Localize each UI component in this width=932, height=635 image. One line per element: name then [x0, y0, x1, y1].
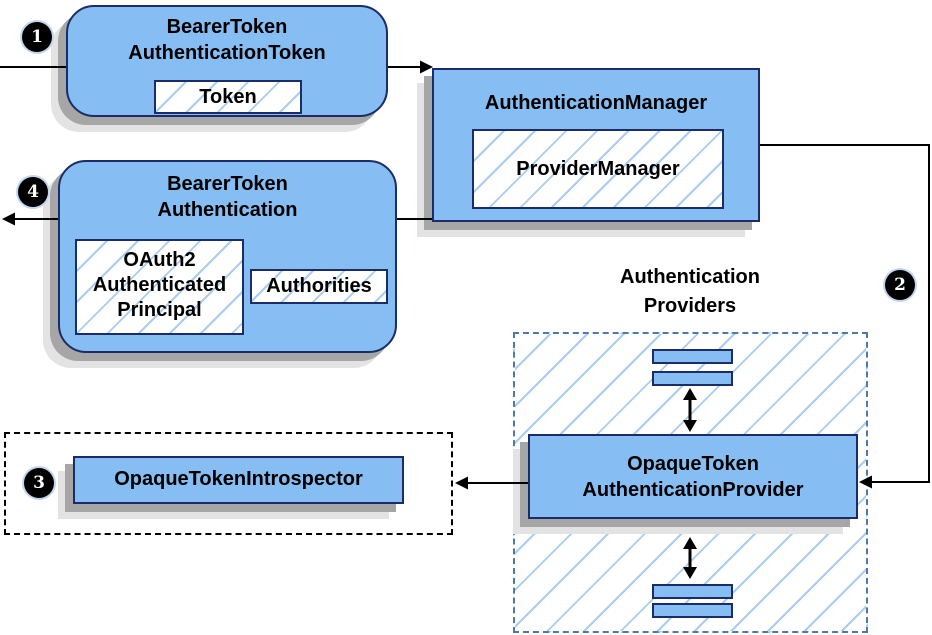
inner-label-line: Authenticated: [92, 274, 227, 296]
provider-stub-bar: [652, 371, 733, 386]
inner-authorities: Authorities: [250, 269, 388, 304]
section-title-line: Authentication: [620, 266, 760, 288]
node-authentication-manager: AuthenticationManager ProviderManager: [432, 68, 760, 222]
inner-token: Token: [154, 80, 302, 114]
node-opaque-token-introspector: OpaqueTokenIntrospector: [73, 456, 404, 504]
node-bearer-token-authentication: BearerToken Authentication OAuth2 Authen…: [58, 160, 397, 353]
inner-label-line: OAuth2: [123, 249, 196, 271]
node-title: AuthenticationProvider: [582, 479, 804, 501]
inner-provider-manager: ProviderManager: [472, 129, 724, 209]
provider-stub-bar: [652, 584, 733, 599]
node-title: Authentication: [157, 199, 298, 221]
step-3-badge: 3: [24, 468, 54, 498]
arrowhead-icon: [455, 476, 468, 490]
step-1-badge: 1: [22, 22, 52, 52]
inner-label-line: Principal: [117, 299, 202, 321]
arrowhead-icon: [2, 212, 15, 226]
authentication-providers-title: Authentication Providers: [555, 263, 825, 321]
node-title: BearerToken: [167, 173, 288, 195]
provider-stub-bar: [652, 349, 733, 364]
step-4-badge: 4: [18, 177, 48, 207]
inner-oauth2-authenticated-principal: OAuth2 Authenticated Principal: [75, 239, 244, 335]
step-2-badge: 2: [885, 270, 915, 300]
node-title: AuthenticationToken: [128, 42, 326, 64]
node-opaque-token-authentication-provider: OpaqueToken AuthenticationProvider: [528, 434, 858, 519]
section-title-line: Providers: [643, 295, 737, 317]
provider-stub-bar: [652, 603, 733, 618]
node-title: OpaqueToken: [627, 453, 759, 475]
node-title: AuthenticationManager: [484, 92, 708, 114]
node-title: BearerToken: [166, 16, 288, 38]
node-bearer-token-authentication-token: BearerToken AuthenticationToken Token: [66, 5, 388, 117]
